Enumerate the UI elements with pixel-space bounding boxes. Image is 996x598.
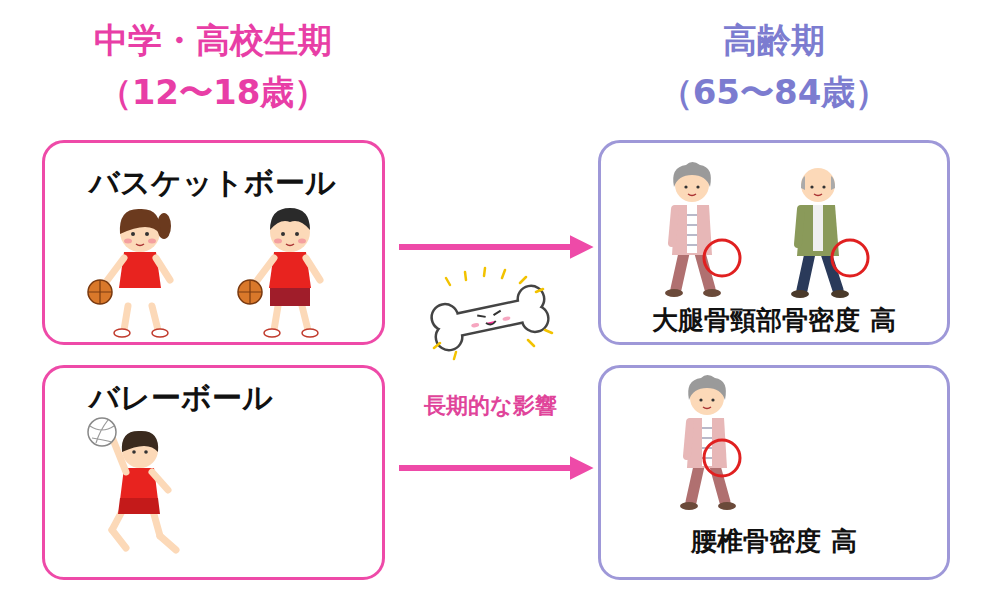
elderly-woman xyxy=(680,375,736,510)
elderly-man xyxy=(822,185,825,188)
elderly-man xyxy=(798,209,801,244)
result-box: 腰椎骨密度 高 xyxy=(598,365,950,580)
elderly-man xyxy=(802,253,810,290)
sparkles xyxy=(434,330,552,359)
effect-arrow xyxy=(399,244,584,250)
bone-icon xyxy=(435,323,463,351)
age-range: （12〜18歳） xyxy=(33,72,393,113)
volleyball-girl xyxy=(122,431,158,452)
bone-icon xyxy=(477,311,501,319)
volleyball-girl xyxy=(88,418,116,446)
bone-icon xyxy=(431,285,550,351)
volleyball-girl xyxy=(118,498,160,514)
volleyball-girl xyxy=(88,418,176,550)
period-heading: 中学・高校生期 xyxy=(33,20,393,61)
elderly-man xyxy=(801,176,835,190)
volleyball-girl xyxy=(90,420,114,443)
lumbar-marker xyxy=(704,440,740,476)
sparkles xyxy=(434,268,552,359)
elderly-man xyxy=(810,185,813,188)
bone-density-result: 腰椎骨密度 高 xyxy=(691,526,856,557)
elderly-man xyxy=(797,205,839,256)
bone-icon xyxy=(486,321,496,326)
bone-icon xyxy=(502,316,511,322)
effect-arrow xyxy=(399,465,584,471)
volleyball-girl xyxy=(132,450,136,454)
volleyball-girl xyxy=(152,472,168,490)
bone-density-result: 大腿骨頸部骨密度 高 xyxy=(652,305,895,336)
girl-hair xyxy=(120,209,160,234)
result-box: 大腿骨頸部骨密度 高 xyxy=(598,140,950,345)
bone-icon xyxy=(431,285,550,351)
effect-label: 長期的な影響 xyxy=(310,393,670,419)
age-range: （65〜84歳） xyxy=(594,72,954,113)
basketball-boy xyxy=(238,212,320,337)
volleyball-girl xyxy=(160,536,176,550)
bone-icon xyxy=(471,322,480,328)
elderly-man xyxy=(801,168,835,202)
elderly-man xyxy=(813,205,823,251)
volleyball-girl xyxy=(144,450,148,454)
volleyball-girl xyxy=(112,530,126,548)
femoral-neck-marker xyxy=(832,240,868,276)
femoral-neck-marker xyxy=(704,240,740,276)
sport-box: バスケットボール xyxy=(42,140,385,345)
elderly-man xyxy=(831,290,849,298)
sport-box: バレーボール xyxy=(42,365,385,580)
elderly-man xyxy=(791,290,809,298)
sport-name: バレーボール xyxy=(89,380,273,416)
bone-icon xyxy=(447,299,533,336)
elderly-man xyxy=(791,168,849,298)
sport-name: バスケットボール xyxy=(89,165,336,201)
elderly-woman xyxy=(665,162,721,297)
sparkles xyxy=(446,268,543,292)
boy-shorts xyxy=(270,288,310,306)
bone-icon xyxy=(521,304,549,332)
elderly-man xyxy=(814,194,822,196)
boy-hair xyxy=(270,208,310,230)
period-heading: 高齢期 xyxy=(594,20,954,61)
bone-icon xyxy=(431,285,550,351)
